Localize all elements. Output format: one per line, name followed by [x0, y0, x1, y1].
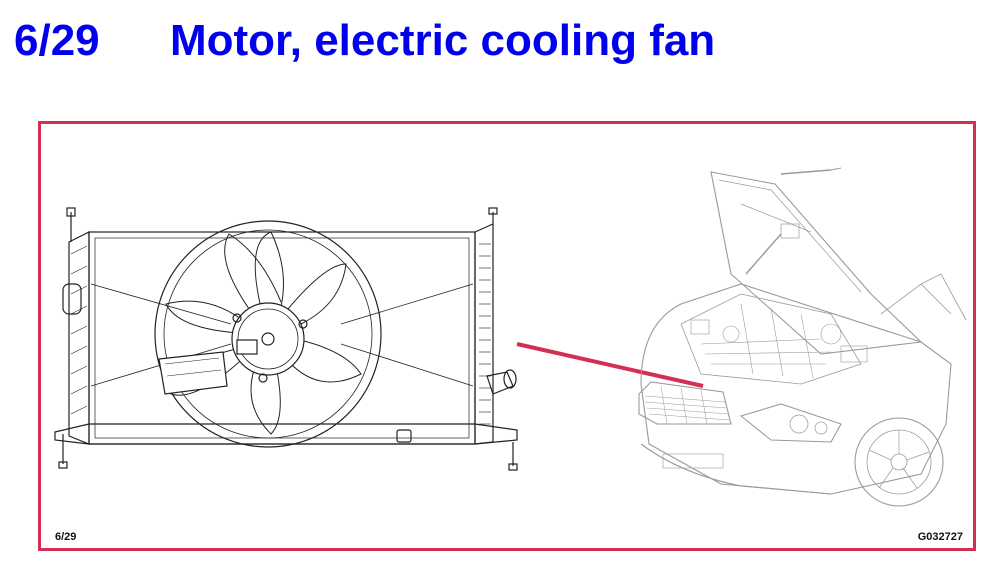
front-grille	[638, 381, 732, 425]
illustration	[54, 167, 967, 507]
fan-shroud-inner	[163, 229, 373, 439]
bottom-rail	[54, 423, 518, 445]
radiator-left-tank	[68, 231, 90, 445]
engine-block	[680, 293, 862, 385]
drain-plug	[396, 429, 412, 443]
page-number: 6/29	[14, 16, 100, 65]
figure-frame: 6/29 G032727	[38, 121, 976, 551]
pointer-line	[516, 342, 704, 388]
footer-page-number: 6/29	[55, 531, 77, 543]
expansion-cylinder	[62, 283, 82, 315]
front-wheel	[854, 417, 944, 507]
fan-motor-hub	[231, 302, 305, 376]
hose-outlet	[486, 371, 514, 395]
front-bumper	[640, 443, 832, 495]
figure-id: G032727	[917, 531, 963, 543]
fan-shroud-outer	[154, 220, 382, 448]
page-title: Motor, electric cooling fan	[170, 16, 716, 65]
car-engine-bay	[638, 167, 967, 507]
fan-blades	[165, 231, 362, 435]
page-header: 6/29 Motor, electric cooling fan	[14, 14, 715, 68]
headlight	[739, 403, 842, 443]
hood-open	[710, 171, 923, 355]
radiator-right-tank	[474, 223, 494, 445]
car-body	[640, 283, 952, 495]
radiator-fan-assembly	[54, 207, 518, 471]
